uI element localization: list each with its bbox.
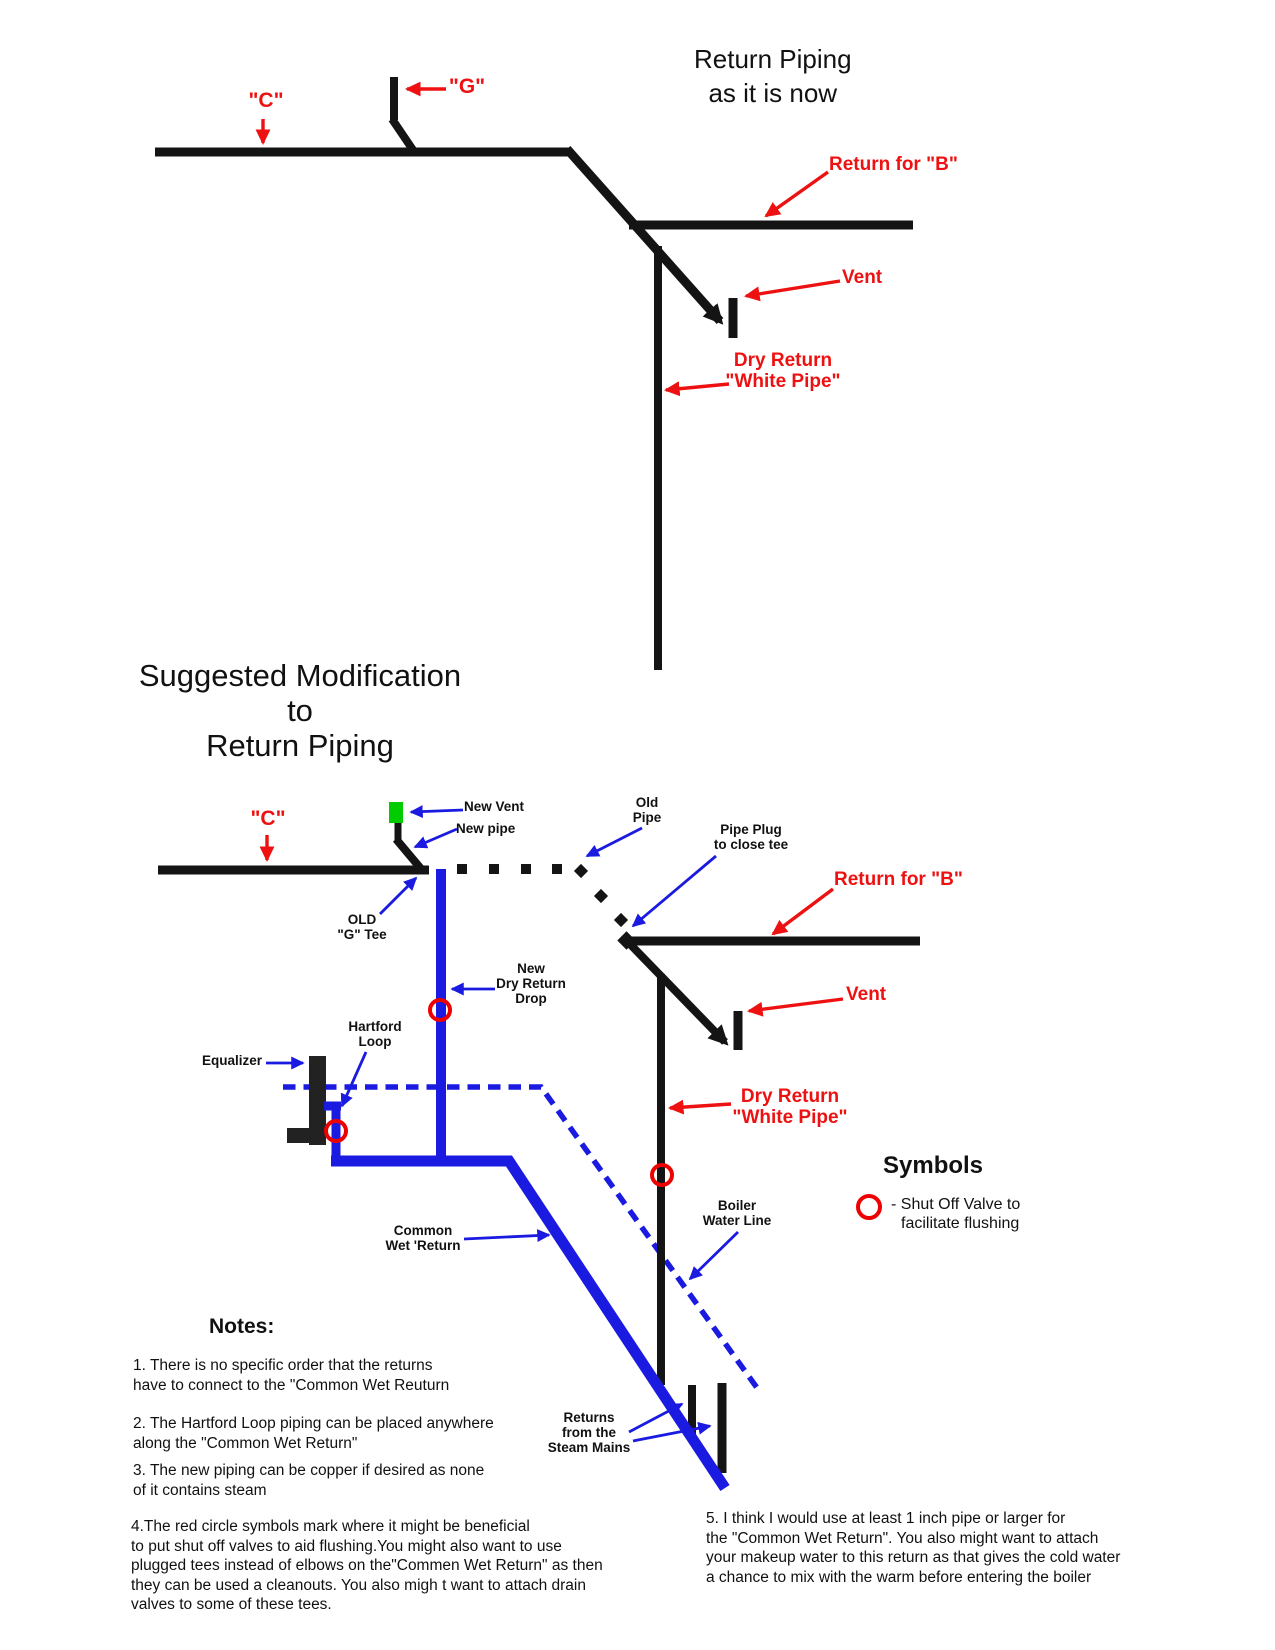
top-diagram-title: Return Piping as it is now [694, 44, 852, 108]
new-vent-shape [389, 802, 403, 823]
arrow-vent-bottom [746, 997, 844, 1017]
label-equalizer: Equalizer [202, 1053, 263, 1068]
arrow-common-wet-return [463, 1229, 551, 1242]
label-new-pipe: New pipe [456, 821, 516, 836]
label-old-pipe: Old Pipe [632, 795, 662, 825]
pipe-main-diagonal-top [563, 146, 724, 325]
label-return-b-bottom: Return for "B" [834, 869, 963, 890]
label-vent-top: Vent [842, 267, 883, 288]
label-return-b-top: Return for "B" [829, 154, 958, 175]
label-dry-return-top: Dry Return "White Pipe" [725, 350, 841, 393]
label-boiler-water-line: Boiler Water Line [702, 1198, 772, 1228]
arrow-return-b-bottom [771, 887, 835, 936]
label-pipe-plug: Pipe Plug to close tee [713, 822, 789, 852]
boiler-water-line-dashed [283, 1084, 763, 1394]
valve-circle-dry-return [650, 1163, 674, 1187]
pipe-diagonal-bottom [624, 938, 729, 1046]
pipe-new-elbow [392, 836, 426, 873]
pipe-g-elbow-top [388, 116, 417, 153]
pipe-plug-fitting [617, 931, 636, 950]
arrow-pipe-plug [631, 854, 717, 928]
label-returns-steam-mains: Returns from the Steam Mains [547, 1410, 631, 1455]
valve-circle-drop [428, 998, 452, 1022]
valve-circle-hartford [324, 1119, 348, 1143]
arrow-old-g-tee [379, 876, 418, 915]
notes-heading: Notes: [209, 1315, 275, 1338]
arrow-new-pipe [413, 827, 458, 849]
arrow-dry-return-top [663, 381, 730, 397]
top-diagram-pipes [155, 77, 913, 670]
arrow-boiler-water-line [688, 1230, 739, 1281]
pipe-common-wet-return [331, 1155, 730, 1492]
label-old-g-tee: OLD "G" Tee [337, 912, 387, 942]
new-blue-pipes [324, 869, 730, 1492]
legend-shut-off-valve-line1: - Shut Off Valve to [891, 1196, 1021, 1213]
arrow-return-b-top [764, 170, 829, 218]
label-vent-bottom: Vent [846, 984, 887, 1005]
label-c-bottom: "C" [250, 807, 286, 830]
label-c-top: "C" [248, 89, 284, 112]
arrow-steam-returns-1 [628, 1402, 684, 1434]
note-4: 4.The red circle symbols mark where it m… [131, 1518, 603, 1613]
arrow-steam-returns-2 [632, 1421, 712, 1443]
label-common-wet-return: Common Wet 'Return [385, 1223, 461, 1253]
note-5: 5. I think I would use at least 1 inch p… [706, 1510, 1121, 1586]
label-new-dry-return-drop: New Dry Return Drop [496, 961, 566, 1006]
label-hartford-loop: Hartford Loop [348, 1019, 402, 1049]
arrow-old-pipe [585, 826, 643, 858]
valve-circle-legend [856, 1194, 882, 1220]
label-dry-return-bottom: Dry Return "White Pipe" [732, 1086, 848, 1129]
bottom-diagram-pipes [158, 821, 920, 1473]
blue-arrows [266, 805, 739, 1443]
label-g-top: "G" [448, 75, 486, 98]
arrow-new-vent [409, 805, 464, 818]
note-3: 3. The new piping can be copper if desir… [133, 1462, 485, 1499]
old-pipe-dotted [457, 863, 636, 950]
shut-off-valve-circles [324, 998, 882, 1220]
red-arrows [255, 81, 844, 1115]
bottom-diagram-title: Suggested Modification to Return Piping [138, 658, 462, 763]
label-new-vent: New Vent [464, 799, 525, 814]
arrow-dry-return-bottom [667, 1099, 732, 1115]
arrow-vent-top [743, 279, 841, 302]
note-1: 1. There is no specific order that the r… [133, 1357, 450, 1394]
equalizer-shape [287, 1056, 326, 1145]
legend-shut-off-valve-line2: facilitate flushing [901, 1215, 1020, 1232]
symbols-heading: Symbols [883, 1152, 984, 1179]
arrow-hartford-loop [340, 1051, 368, 1108]
note-2: 2. The Hartford Loop piping can be place… [133, 1415, 494, 1452]
